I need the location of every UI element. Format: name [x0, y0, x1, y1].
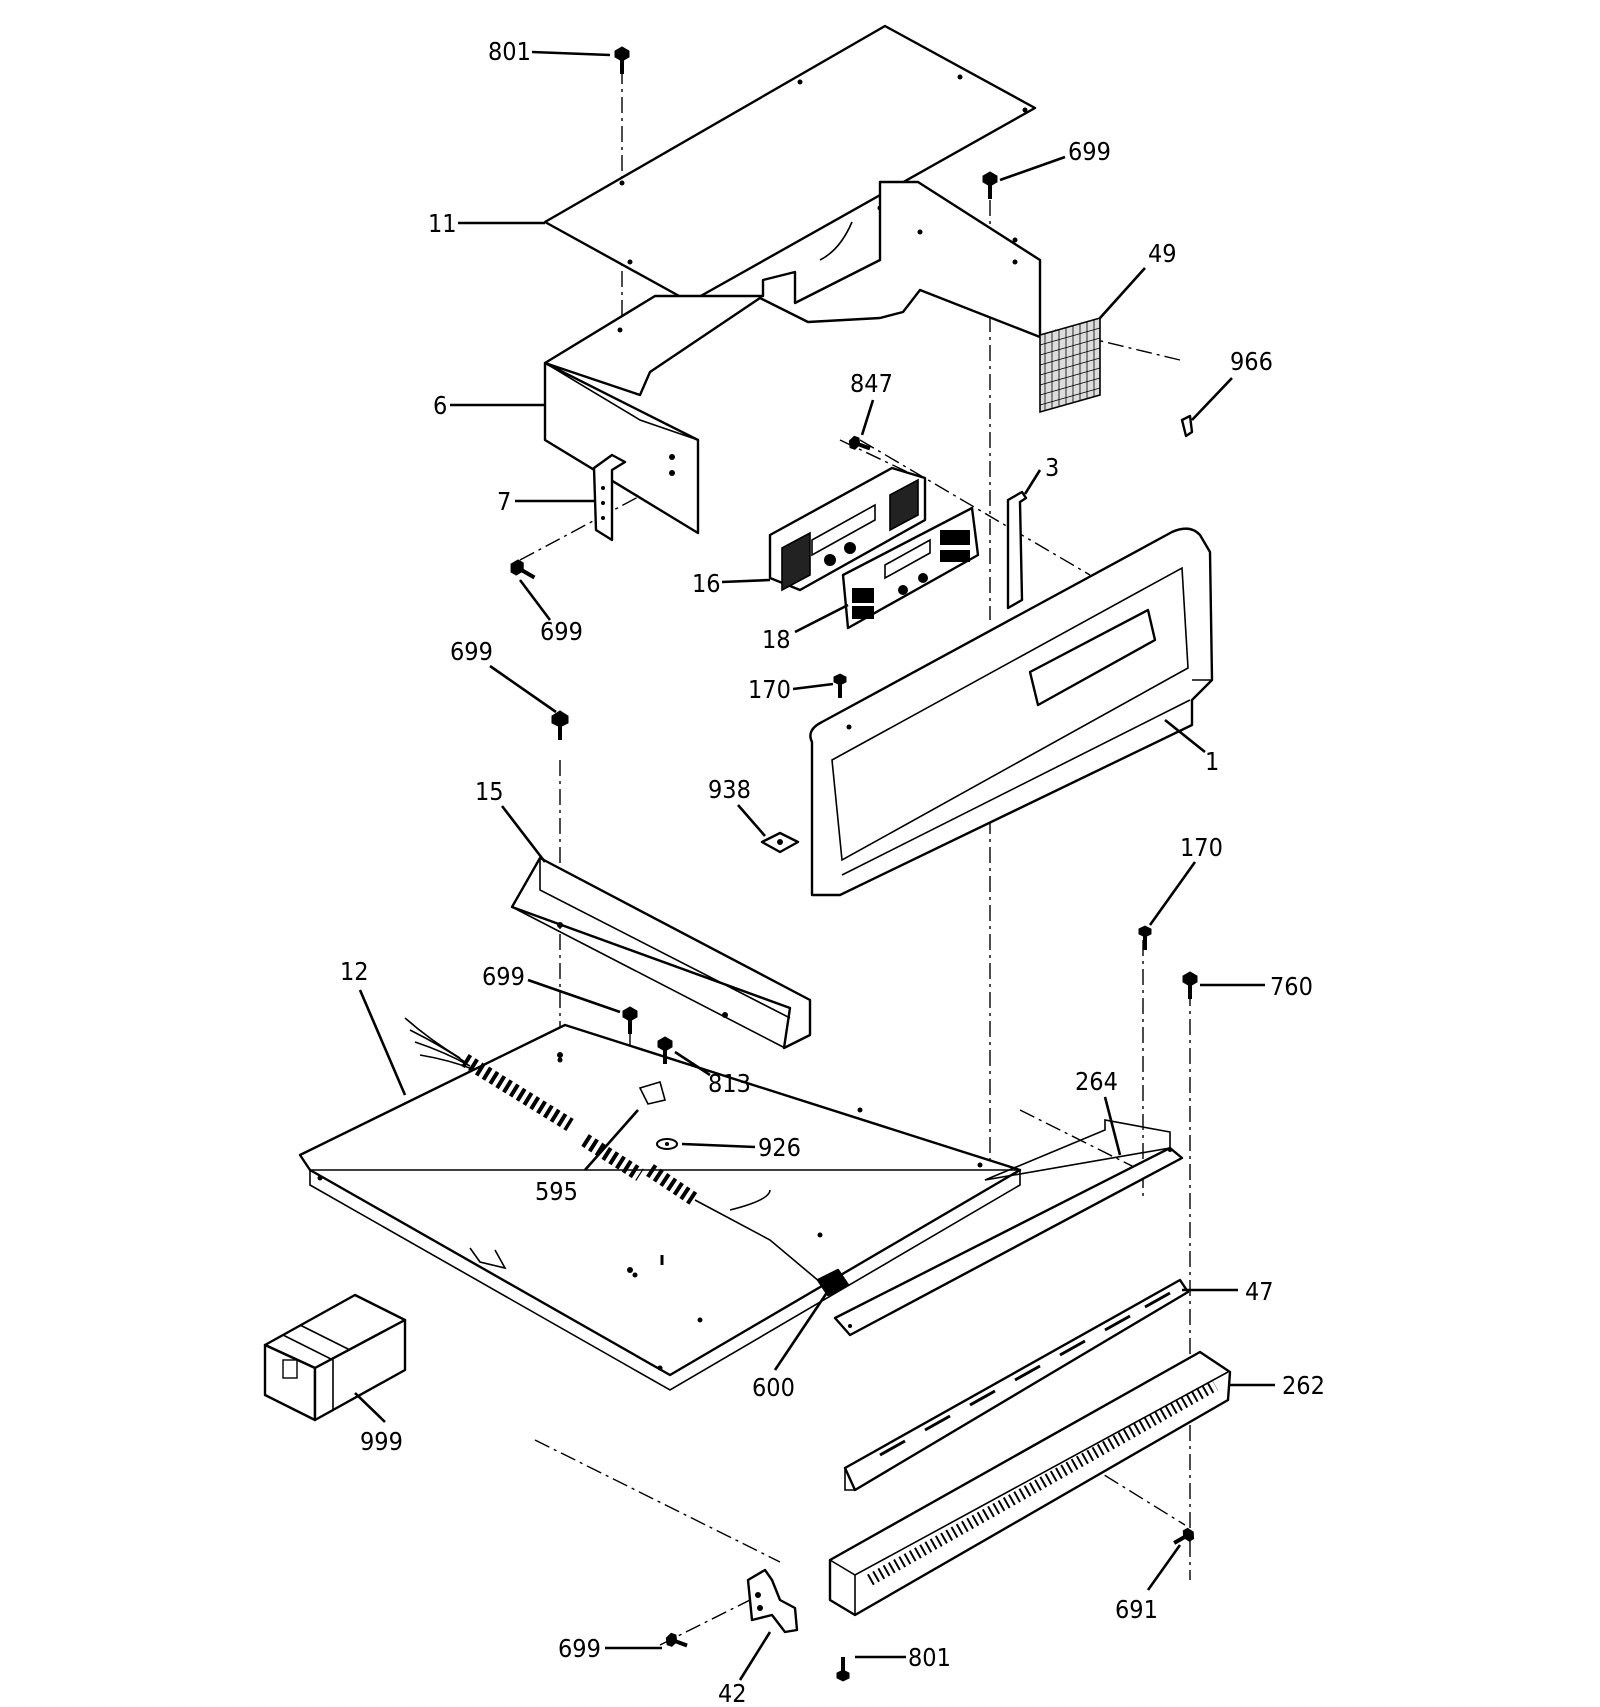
callout-47: 47 — [1245, 1277, 1274, 1306]
callout-264: 264 — [1075, 1067, 1118, 1096]
control-panel-backsplash — [809, 527, 1214, 897]
screw-icon — [622, 1006, 638, 1034]
callout-16: 16 — [692, 569, 721, 598]
screws — [510, 46, 1198, 1682]
screw-icon — [614, 46, 630, 74]
lower-bracket — [746, 1568, 799, 1634]
callout-42: 42 — [718, 1679, 747, 1707]
callout-801-bottom: 801 — [908, 1643, 951, 1672]
side-bracket — [592, 453, 627, 542]
callout-699-center: 699 — [482, 962, 525, 991]
parts-carton — [263, 1293, 407, 1422]
base-plate — [298, 1023, 1022, 1391]
filler-strip — [833, 1119, 1184, 1337]
wire-harness — [404, 1017, 850, 1297]
louvered-strip — [843, 1278, 1190, 1492]
callout-691: 691 — [1115, 1595, 1158, 1624]
callout-926: 926 — [758, 1133, 801, 1162]
screw-icon — [1138, 925, 1152, 950]
callout-847: 847 — [850, 369, 893, 398]
callout-699-bottom: 699 — [558, 1634, 601, 1663]
screw-icon — [836, 1657, 850, 1682]
channel-bracket — [510, 856, 812, 1050]
callout-18: 18 — [762, 625, 791, 654]
callout-7: 7 — [497, 487, 511, 516]
callout-760: 760 — [1270, 972, 1313, 1001]
callout-999: 999 — [360, 1427, 403, 1456]
vertical-bracket-strip — [1006, 490, 1028, 610]
callout-699-top-right: 699 — [1068, 137, 1111, 166]
screw-icon — [1173, 1527, 1195, 1545]
callout-938: 938 — [708, 775, 751, 804]
mesh-screen — [1039, 316, 1101, 414]
washer-icon — [656, 1138, 678, 1150]
screw-icon — [1182, 971, 1198, 999]
screw-icon — [833, 673, 847, 698]
screw-icon — [665, 1632, 688, 1648]
leader-lines — [354, 50, 1275, 1681]
screw-icon — [510, 559, 536, 580]
kick-panel-grille — [828, 1350, 1232, 1617]
screw-icon — [657, 1036, 673, 1064]
callout-12: 12 — [340, 957, 369, 986]
callout-595: 595 — [535, 1177, 578, 1206]
control-board — [768, 466, 927, 592]
screw-icon — [551, 710, 569, 740]
callout-801-top: 801 — [488, 37, 531, 66]
callout-699-left: 699 — [540, 617, 583, 646]
callout-262: 262 — [1282, 1371, 1325, 1400]
callout-1: 1 — [1205, 747, 1219, 776]
callout-699-mid: 699 — [450, 637, 493, 666]
top-cover-panel — [543, 24, 1037, 304]
callout-6: 6 — [433, 391, 447, 420]
callout-600: 600 — [752, 1373, 795, 1402]
clip-nut — [760, 831, 800, 854]
callout-labels: 801 11 699 49 966 6 847 3 7 16 699 18 69… — [340, 37, 1325, 1707]
screw-icon — [848, 435, 871, 451]
callout-170-top: 170 — [748, 675, 791, 704]
control-housing — [543, 180, 1042, 535]
callout-49: 49 — [1148, 239, 1177, 268]
touchpad-overlay — [841, 506, 980, 630]
callout-813: 813 — [708, 1069, 751, 1098]
callout-966: 966 — [1230, 347, 1273, 376]
callout-170-right: 170 — [1180, 833, 1223, 862]
screw-icon — [982, 171, 998, 199]
callout-11: 11 — [428, 209, 457, 238]
callout-15: 15 — [475, 777, 504, 806]
callout-3: 3 — [1045, 453, 1059, 482]
retainer-clip — [1180, 414, 1194, 438]
